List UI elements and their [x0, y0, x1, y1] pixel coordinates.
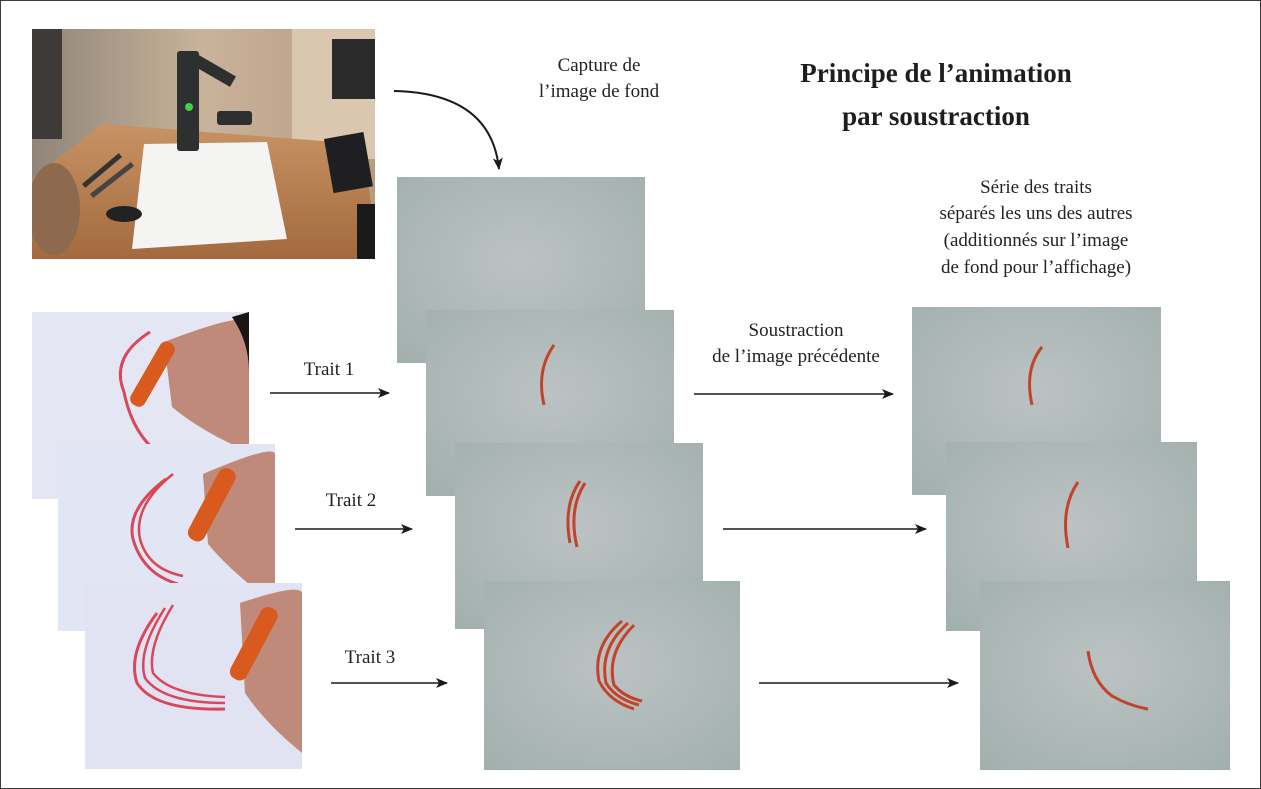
capture-label-line-2: l’image de fond — [538, 81, 660, 102]
drawing-photo-trait-3 — [85, 583, 302, 769]
series-label-line-4: de fond pour l’affichage) — [940, 257, 1132, 278]
cumulative-frame-3 — [484, 581, 740, 770]
subtraction-label-line-1: Soustraction — [748, 320, 844, 341]
series-label-line-3: (additionnés sur l’image — [943, 230, 1129, 251]
trait-2-label: Trait 2 — [325, 490, 377, 511]
diagram-title-line-2: par soustraction — [842, 101, 1030, 131]
capture-label-line-1: Capture de — [557, 55, 641, 76]
series-label-line-1: Série des traits — [980, 177, 1092, 198]
separated-frame-3 — [980, 581, 1230, 770]
diagram-title-line-1: Principe de l’animation — [800, 58, 1072, 88]
setup-photo — [32, 29, 375, 259]
capture-arrow — [393, 90, 503, 170]
trait-1-label: Trait 1 — [303, 359, 355, 380]
trait-3-label: Trait 3 — [344, 647, 396, 668]
subtraction-label-line-2: de l’image précédente — [712, 346, 880, 367]
series-label-line-2: séparés les uns des autres — [939, 203, 1133, 224]
